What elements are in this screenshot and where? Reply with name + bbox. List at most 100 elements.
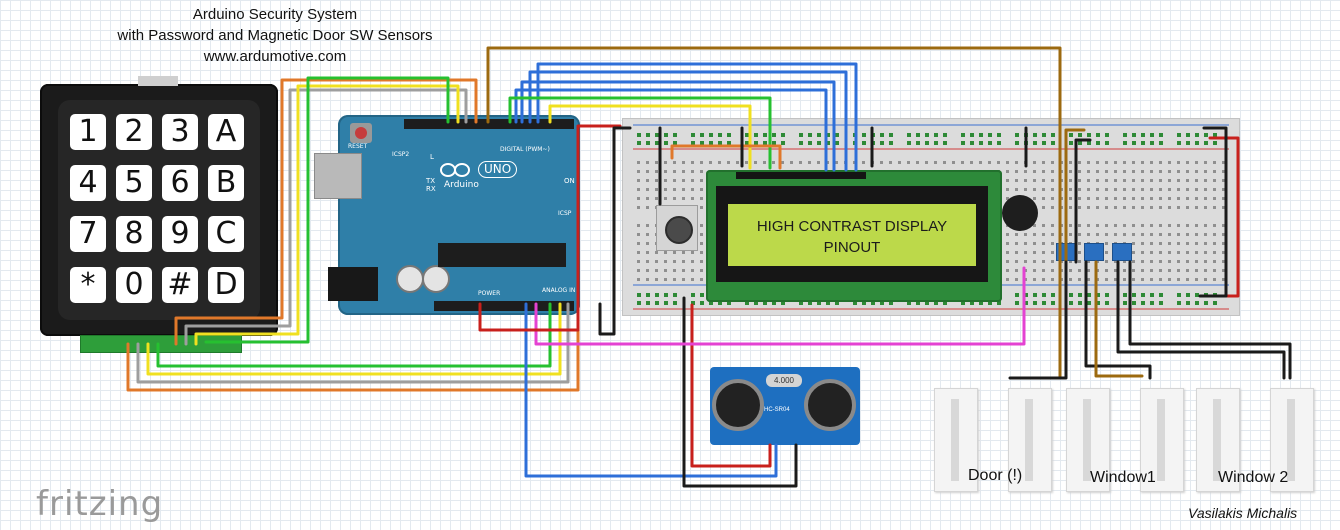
wire-black	[1074, 138, 1092, 264]
breadboard-hole	[664, 133, 668, 137]
breadboard-hole	[1105, 206, 1108, 209]
key-c[interactable]: C	[208, 216, 244, 252]
key-4[interactable]: 4	[70, 165, 106, 201]
breadboard-hole	[1159, 260, 1162, 263]
breadboard-hole	[1213, 206, 1216, 209]
key-9[interactable]: 9	[162, 216, 198, 252]
breadboard-hole	[736, 161, 739, 164]
breadboard-hole	[1096, 233, 1099, 236]
breadboard-hole	[880, 161, 883, 164]
breadboard-hole	[781, 161, 784, 164]
breadboard-hole	[1195, 278, 1198, 281]
breadboard-hole	[1150, 251, 1153, 254]
breadboard-hole	[1132, 260, 1135, 263]
breadboard-hole	[1015, 133, 1019, 137]
key-7[interactable]: 7	[70, 216, 106, 252]
key-hash[interactable]: #	[162, 267, 198, 303]
breadboard-hole	[1078, 206, 1081, 209]
breadboard-hole	[1051, 242, 1054, 245]
key-1[interactable]: 1	[70, 114, 106, 150]
breadboard-hole	[952, 161, 955, 164]
breadboard-hole	[1078, 224, 1081, 227]
breadboard-hole	[691, 179, 694, 182]
breadboard-hole	[808, 161, 811, 164]
breadboard-hole	[925, 161, 928, 164]
breadboard-hole	[1015, 188, 1018, 191]
breadboard-hole	[1159, 242, 1162, 245]
breadboard-hole	[1213, 133, 1217, 137]
ultrasonic-transmitter	[712, 379, 764, 431]
breadboard-hole	[988, 301, 992, 305]
wire-red	[690, 303, 772, 468]
breadboard-hole	[700, 278, 703, 281]
breadboard-hole	[1177, 260, 1180, 263]
breadboard-hole	[961, 301, 965, 305]
breadboard-hole	[1087, 301, 1091, 305]
breadboard-hole	[781, 133, 785, 137]
breadboard-hole	[1096, 133, 1100, 137]
breadboard-hole	[1141, 233, 1144, 236]
breadboard-hole	[862, 141, 866, 145]
breadboard-hole	[1042, 301, 1046, 305]
breadboard-hole	[907, 141, 911, 145]
analog-label: ANALOG IN	[542, 287, 576, 294]
key-d[interactable]: D	[208, 267, 244, 303]
breadboard-hole	[1150, 206, 1153, 209]
key-8[interactable]: 8	[116, 216, 152, 252]
breadboard-hole	[1177, 242, 1180, 245]
breadboard-hole	[1051, 133, 1055, 137]
breadboard-hole	[988, 161, 991, 164]
breadboard-hole	[1132, 179, 1135, 182]
breadboard-hole	[1033, 251, 1036, 254]
breadboard-hole	[1114, 188, 1117, 191]
breadboard-hole	[1087, 161, 1090, 164]
key-b[interactable]: B	[208, 165, 244, 201]
diagram-title: Arduino Security System with Password an…	[90, 4, 460, 67]
breadboard-hole	[691, 260, 694, 263]
window2-reed-magnet	[1196, 388, 1240, 492]
breadboard-hole	[1024, 260, 1027, 263]
breadboard-hole	[1195, 170, 1198, 173]
breadboard-hole	[889, 301, 893, 305]
breadboard-hole	[835, 133, 839, 137]
breadboard-hole	[646, 251, 649, 254]
breadboard-hole	[1042, 269, 1045, 272]
key-3[interactable]: 3	[162, 114, 198, 150]
key-5[interactable]: 5	[116, 165, 152, 201]
key-star[interactable]: *	[70, 267, 106, 303]
breadboard-hole	[637, 278, 640, 281]
breadboard-hole	[1024, 188, 1027, 191]
breadboard-hole	[835, 161, 838, 164]
breadboard-hole	[1105, 233, 1108, 236]
breadboard-hole	[655, 179, 658, 182]
breadboard-hole	[664, 161, 667, 164]
model-label: UNO	[478, 161, 518, 178]
wire-black	[1198, 126, 1228, 298]
breadboard-hole	[1186, 161, 1189, 164]
key-a[interactable]: A	[208, 114, 244, 150]
breadboard-hole	[1159, 224, 1162, 227]
breadboard-hole	[1213, 188, 1216, 191]
breadboard-hole	[925, 301, 929, 305]
breadboard-hole	[1042, 197, 1045, 200]
breadboard-hole	[1141, 141, 1145, 145]
lcd-screen: HIGH CONTRAST DISPLAY PINOUT	[728, 204, 976, 266]
power-label: POWER	[478, 290, 501, 297]
digital-label: DIGITAL (PWM~)	[500, 146, 550, 153]
breadboard-hole	[1177, 293, 1181, 297]
breadboard-hole	[1123, 293, 1127, 297]
wire-blue	[536, 62, 858, 172]
breadboard-hole	[1204, 161, 1207, 164]
breadboard-hole	[1078, 133, 1082, 137]
breadboard-hole	[1186, 233, 1189, 236]
breadboard-hole	[1204, 242, 1207, 245]
wire-yellow	[194, 84, 460, 346]
key-0[interactable]: 0	[116, 267, 152, 303]
breadboard-hole	[718, 301, 722, 305]
breadboard-hole	[1222, 251, 1225, 254]
breadboard-hole	[1150, 233, 1153, 236]
breadboard-hole	[1222, 242, 1225, 245]
key-2[interactable]: 2	[116, 114, 152, 150]
key-6[interactable]: 6	[162, 165, 198, 201]
breadboard-hole	[1141, 206, 1144, 209]
